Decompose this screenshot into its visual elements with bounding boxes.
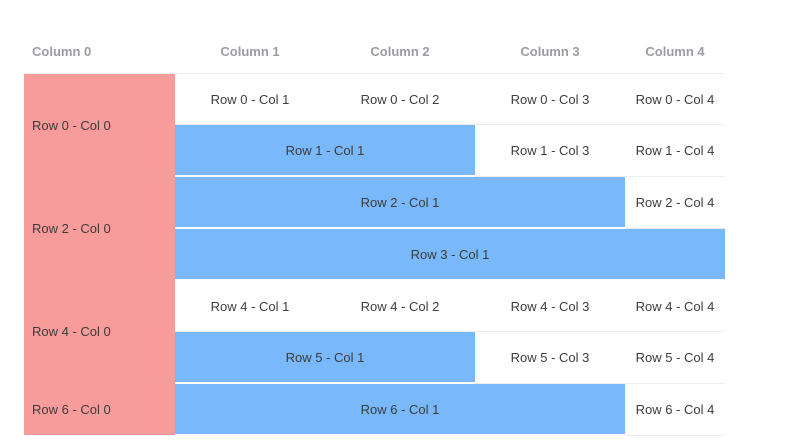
- table-cell[interactable]: Row 4 - Col 4: [625, 280, 725, 332]
- column-header-3[interactable]: Column 3: [475, 30, 625, 74]
- table-cell[interactable]: Row 0 - Col 3: [475, 73, 625, 125]
- column-header-0[interactable]: Column 0: [24, 30, 175, 74]
- table-cell[interactable]: Row 1 - Col 3: [475, 124, 625, 177]
- table-cell[interactable]: Row 4 - Col 1: [175, 280, 325, 332]
- table-cell[interactable]: Row 0 - Col 1: [175, 73, 325, 125]
- table-cell[interactable]: Row 6 - Col 1: [175, 383, 625, 436]
- table-cell[interactable]: Row 5 - Col 3: [475, 331, 625, 384]
- column-header-1[interactable]: Column 1: [175, 30, 325, 74]
- table-cell[interactable]: Row 2 - Col 1: [175, 176, 625, 229]
- table-cell[interactable]: Row 2 - Col 0: [24, 176, 175, 280]
- table-row: Row 3 - Col 1: [24, 228, 725, 281]
- table-cell[interactable]: Row 0 - Col 2: [325, 73, 475, 125]
- table-cell[interactable]: Row 1 - Col 1: [175, 124, 475, 177]
- table-cell[interactable]: Row 5 - Col 4: [625, 331, 725, 384]
- table-cell[interactable]: Row 4 - Col 2: [325, 280, 475, 332]
- table-cell[interactable]: Row 5 - Col 1: [175, 331, 475, 384]
- table-cell[interactable]: Row 6 - Col 0: [24, 383, 175, 435]
- column-header-4[interactable]: Column 4: [625, 30, 725, 74]
- table-cell[interactable]: Row 6 - Col 4: [625, 383, 725, 436]
- table-cell[interactable]: Row 0 - Col 0: [24, 73, 175, 176]
- column-header-2[interactable]: Column 2: [325, 30, 475, 74]
- table-cell[interactable]: Row 4 - Col 0: [24, 280, 175, 383]
- table-cell[interactable]: Row 3 - Col 1: [175, 228, 725, 281]
- table-cell[interactable]: Row 0 - Col 4: [625, 73, 725, 125]
- table-cell[interactable]: Row 4 - Col 3: [475, 280, 625, 332]
- table-cell[interactable]: Row 2 - Col 4: [625, 176, 725, 229]
- table-cell[interactable]: Row 1 - Col 4: [625, 124, 725, 177]
